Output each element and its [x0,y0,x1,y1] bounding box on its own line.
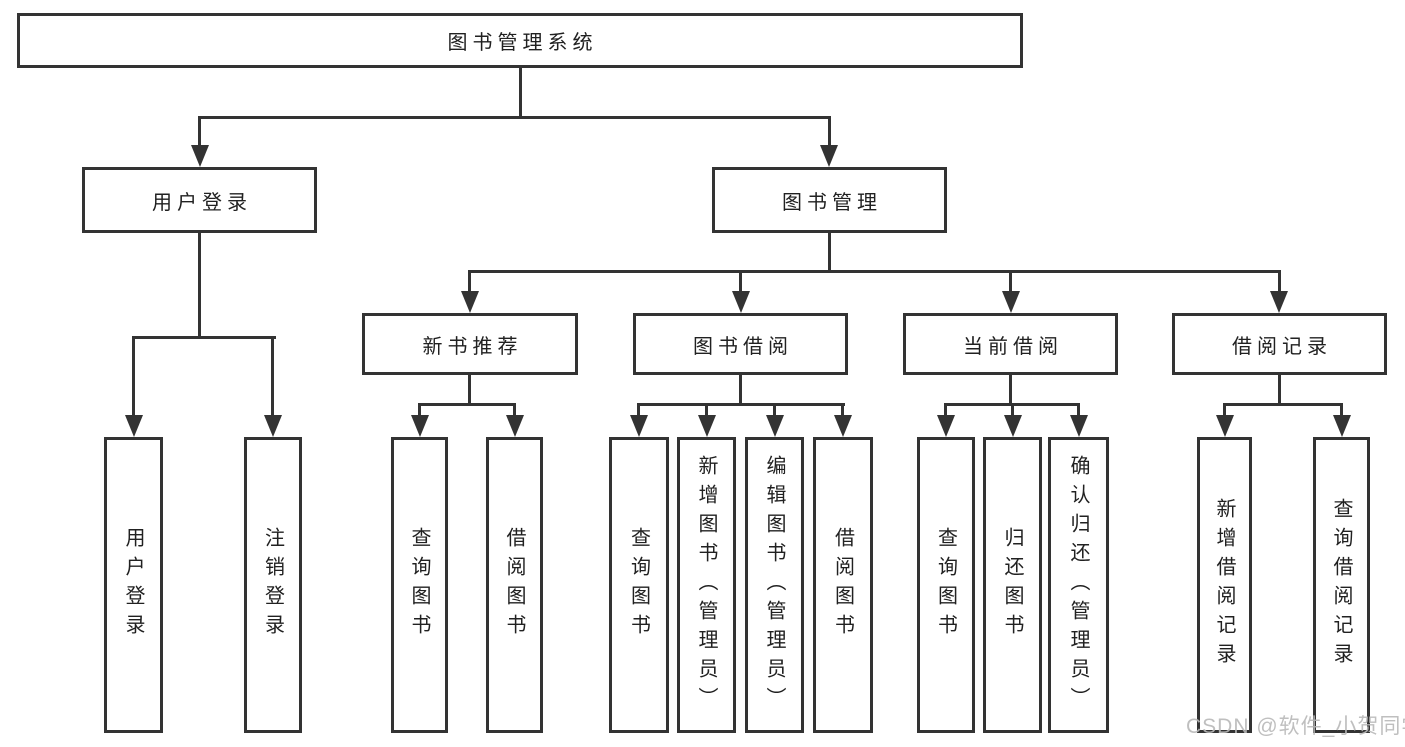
connector-records-rail [1223,403,1343,406]
arrow-bb-query-books [630,415,648,437]
leaf-bb-add-books-admin: 新增图书（管理员） [677,437,736,733]
leaf-bb-add-books-admin-label: 新增图书（管理员） [695,454,717,716]
connector-root-stem [519,68,522,119]
connector-current-down [1009,375,1012,406]
connector-bb-c2-stem [705,403,708,417]
leaf-cb-confirm-return-admin-label: 确认归还（管理员） [1067,454,1089,716]
node-current-borrowing-label: 当前借阅 [963,335,1063,358]
arrow-to-user-login [191,145,209,167]
connector-cb-c2-stem [1011,403,1014,417]
node-book-management: 图书管理 [712,167,947,233]
csdn-watermark: CSDN @软件_小贺同学 [1186,715,1405,738]
connector-level2-rail [198,116,831,119]
arrow-cb-confirm-return [1070,415,1088,437]
node-new-book-recommendation-label: 新书推荐 [422,335,523,358]
arrow-to-book-management [820,145,838,167]
connector-recommend-rail [418,403,516,406]
connector-book-mgmt-stem [828,116,831,150]
arrow-cb-query-books [937,415,955,437]
arrow-bb-edit-books [766,415,784,437]
leaf-cb-confirm-return-admin: 确认归还（管理员） [1048,437,1109,733]
node-user-login: 用户登录 [82,167,317,233]
leaf-bb-query-books-label: 查询图书 [627,527,650,643]
node-library-system: 图书管理系统 [17,13,1023,68]
arrow-br-query-record [1333,415,1351,437]
connector-recommend-down [468,375,471,406]
arrow-to-borrowing-records [1270,291,1288,313]
connector-user-login-down [198,233,201,338]
connector-recommend-stem [468,270,471,294]
arrow-to-new-book-recommendation [461,291,479,313]
connector-current-stem [1009,270,1012,294]
arrow-bb-borrow-books [834,415,852,437]
arrow-to-leaf-logout [264,415,282,437]
connector-user-login-rail [132,336,276,339]
leaf-bb-borrow-books-label: 借阅图书 [831,527,854,643]
leaf-logout-label: 注销登录 [261,527,284,643]
arrow-nbr-query-books [411,415,429,437]
connector-leaf-login-stem [132,336,135,417]
connector-nbr-c2-stem [513,403,516,417]
leaf-nbr-borrow-books: 借阅图书 [486,437,543,733]
leaf-br-query-borrow-record-label: 查询借阅记录 [1330,498,1352,672]
arrow-nbr-borrow-books [506,415,524,437]
leaf-nbr-query-books: 查询图书 [391,437,448,733]
leaf-cb-query-books-label: 查询图书 [934,527,957,643]
leaf-cb-query-books: 查询图书 [917,437,975,733]
arrow-bb-add-books [698,415,716,437]
leaf-cb-return-books-label: 归还图书 [1001,527,1023,643]
leaf-cb-return-books: 归还图书 [983,437,1042,733]
leaf-logout: 注销登录 [244,437,302,733]
connector-borrowing-down [739,375,742,406]
connector-level3-rail [468,270,1281,273]
node-borrowing-records: 借阅记录 [1172,313,1387,375]
leaf-bb-query-books: 查询图书 [609,437,669,733]
node-user-login-label: 用户登录 [152,191,252,214]
node-borrowing-records-label: 借阅记录 [1232,335,1332,358]
leaf-user-login: 用户登录 [104,437,163,733]
leaf-br-add-borrow-record: 新增借阅记录 [1197,437,1252,733]
connector-cb-c3-stem [1077,403,1080,417]
connector-borrowing-stem [739,270,742,294]
connector-bb-c3-stem [773,403,776,417]
connector-bb-c4-stem [841,403,844,417]
connector-leaf-logout-stem [271,336,274,417]
connector-records-stem [1278,270,1281,294]
node-book-borrowing-label: 图书借阅 [693,335,793,358]
connector-book-mgmt-down [828,233,831,272]
arrow-to-leaf-login [125,415,143,437]
connector-user-login-stem [198,116,201,150]
node-book-borrowing: 图书借阅 [633,313,848,375]
connector-br-c1-stem [1223,403,1226,417]
leaf-nbr-borrow-books-label: 借阅图书 [503,527,525,643]
node-library-system-label: 图书管理系统 [447,32,598,54]
arrow-br-add-record [1216,415,1234,437]
connector-br-c2-stem [1340,403,1343,417]
leaf-bb-edit-books-admin-label: 编辑图书（管理员） [763,454,785,716]
arrow-cb-return-books [1004,415,1022,437]
leaf-user-login-label: 用户登录 [122,527,144,643]
leaf-bb-edit-books-admin: 编辑图书（管理员） [745,437,804,733]
leaf-br-add-borrow-record-label: 新增借阅记录 [1213,498,1235,672]
node-book-management-label: 图书管理 [782,191,882,214]
leaf-br-query-borrow-record: 查询借阅记录 [1313,437,1370,733]
leaf-bb-borrow-books: 借阅图书 [813,437,873,733]
leaf-nbr-query-books-label: 查询图书 [408,527,430,643]
connector-bb-c1-stem [637,403,640,417]
arrow-to-book-borrowing [732,291,750,313]
arrow-to-current-borrowing [1002,291,1020,313]
connector-borrowing-rail [637,403,845,406]
connector-records-down [1278,375,1281,406]
node-current-borrowing: 当前借阅 [903,313,1118,375]
node-new-book-recommendation: 新书推荐 [362,313,578,375]
connector-cb-c1-stem [944,403,947,417]
connector-nbr-c1-stem [418,403,421,417]
